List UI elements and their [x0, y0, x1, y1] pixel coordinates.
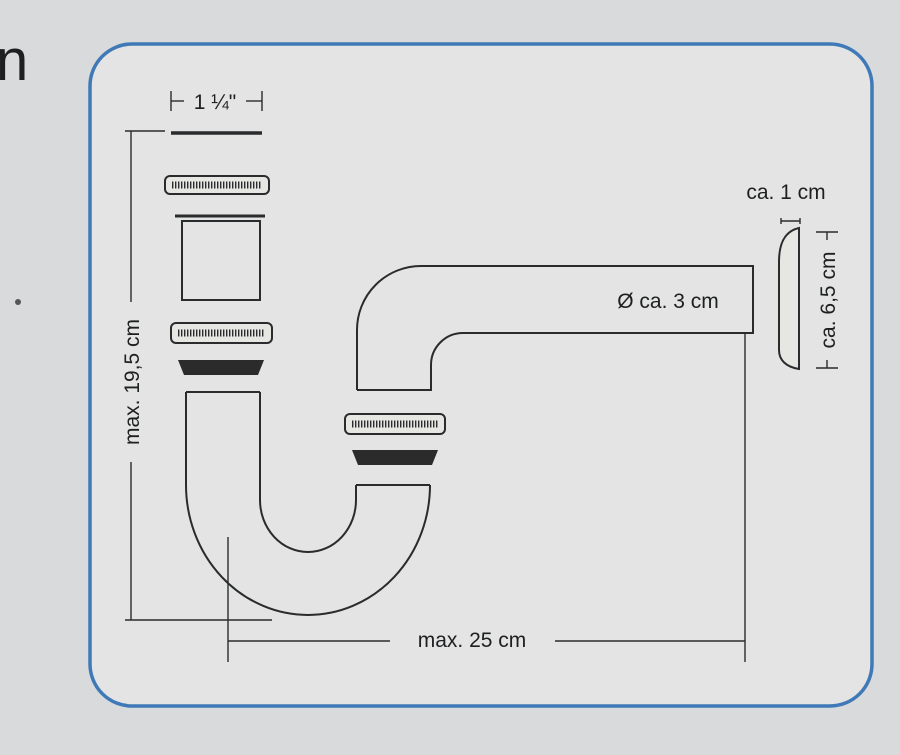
rosette-diameter-dimension: ca. 6,5 cm [816, 231, 840, 369]
pipe-sleeve [175, 214, 265, 301]
gasket-left [178, 360, 264, 375]
dust-speck [15, 299, 21, 305]
wall-rosette [778, 218, 801, 371]
rosette-diameter-label: ca. 6,5 cm [817, 252, 840, 349]
drain-elbow-pipe [356, 265, 754, 391]
diagram-panel [88, 42, 874, 708]
length-label: max. 25 cm [418, 629, 527, 652]
partial-heading-glyph: n [0, 28, 28, 93]
threaded-nut-right [344, 413, 446, 435]
gasket-right [352, 450, 438, 465]
nut-width-label: 1 ¼" [194, 91, 236, 114]
trap-u-bend [185, 391, 431, 616]
length-dimension: max. 25 cm [227, 333, 746, 662]
height-dimension: max. 19,5 cm [121, 130, 272, 621]
diameter-label: Ø ca. 3 cm [617, 290, 719, 313]
height-label: max. 19,5 cm [121, 319, 144, 445]
nut-width-dimension: 1 ¼" [170, 91, 263, 114]
threaded-nut-top [164, 175, 270, 195]
threaded-nut-middle [170, 322, 273, 344]
rosette-depth-label: ca. 1 cm [746, 181, 825, 204]
